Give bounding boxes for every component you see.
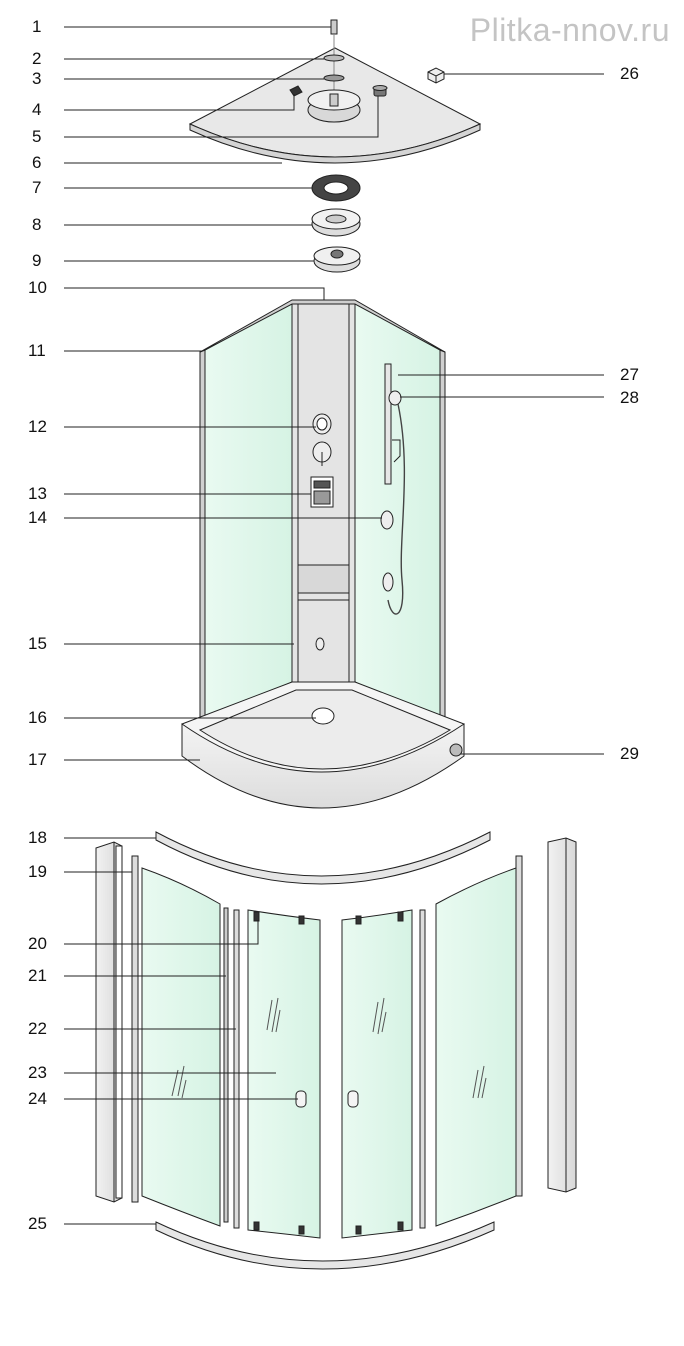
left-fixed-glass: [142, 868, 220, 1226]
door-roller: [254, 912, 259, 921]
top-fitting: [331, 20, 337, 34]
right-wall-glass: [355, 302, 440, 722]
callout-16: 16: [28, 708, 47, 727]
callout-7: 7: [32, 178, 42, 197]
roof-edge: [190, 124, 480, 163]
callout-23: 23: [28, 1063, 47, 1082]
callout-20: 20: [28, 934, 47, 953]
callout-6: 6: [32, 153, 42, 172]
callout-10: 10: [28, 278, 47, 297]
callout-15: 15: [28, 634, 47, 653]
left-wall-glass: [205, 302, 292, 722]
shower-head-holder: [389, 391, 401, 405]
callout-18: 18: [28, 828, 47, 847]
watermark: Plitka-nnov.ru: [469, 12, 670, 48]
small-nozzle: [316, 638, 324, 650]
callout-27: 27: [620, 365, 639, 384]
bottom-arc-rail: [156, 1222, 494, 1269]
callout-12: 12: [28, 417, 47, 436]
callout-17: 17: [28, 750, 47, 769]
washer-2: [324, 55, 344, 61]
right-fixed-glass: [436, 868, 516, 1226]
roof-assembly: [190, 20, 480, 163]
callout-26: 26: [620, 64, 639, 83]
ceiling-light: [290, 86, 302, 96]
cabin-body: [200, 300, 445, 724]
callout-28: 28: [620, 388, 639, 407]
speaker-assembly: [312, 175, 360, 272]
hand-shower: [383, 573, 393, 591]
part-26-clip: [428, 68, 444, 83]
callout-8: 8: [32, 215, 42, 234]
callout-25: 25: [28, 1214, 47, 1233]
top-arc-rail: [156, 832, 490, 884]
callout-1: 1: [32, 17, 42, 36]
callout-3: 3: [32, 69, 42, 88]
rain-head-nut: [330, 94, 338, 106]
leader-lines: [64, 27, 604, 1224]
callout-4: 4: [32, 100, 42, 119]
panel-shelf: [298, 565, 349, 593]
callout-19: 19: [28, 862, 47, 881]
callout-5: 5: [32, 127, 42, 146]
profile-right-a: [420, 910, 425, 1228]
callout-11: 11: [28, 341, 46, 360]
profile-22: [234, 910, 239, 1228]
profile-21: [224, 908, 228, 1222]
callout-21: 21: [28, 966, 47, 985]
callout-24: 24: [28, 1089, 47, 1108]
door-handle-right: [348, 1091, 358, 1107]
tray-overflow: [450, 744, 462, 756]
right-post: [548, 838, 576, 1192]
wall-nozzle-14: [381, 511, 393, 529]
shower-hose: [388, 404, 404, 614]
sliding-door-left: [248, 910, 320, 1238]
callout-9: 9: [32, 251, 42, 270]
shower-slide-rail: [385, 364, 391, 484]
door-assembly: [96, 832, 576, 1269]
tray-drain: [312, 708, 334, 724]
right-profile: [516, 856, 522, 1196]
callout-13: 13: [28, 484, 47, 503]
washer-3: [324, 75, 344, 81]
sliding-door-right: [342, 910, 412, 1238]
callout-2: 2: [32, 49, 42, 68]
callout-14: 14: [28, 508, 47, 527]
callout-22: 22: [28, 1019, 47, 1038]
callout-29: 29: [620, 744, 639, 763]
shower-tray: [182, 682, 464, 808]
